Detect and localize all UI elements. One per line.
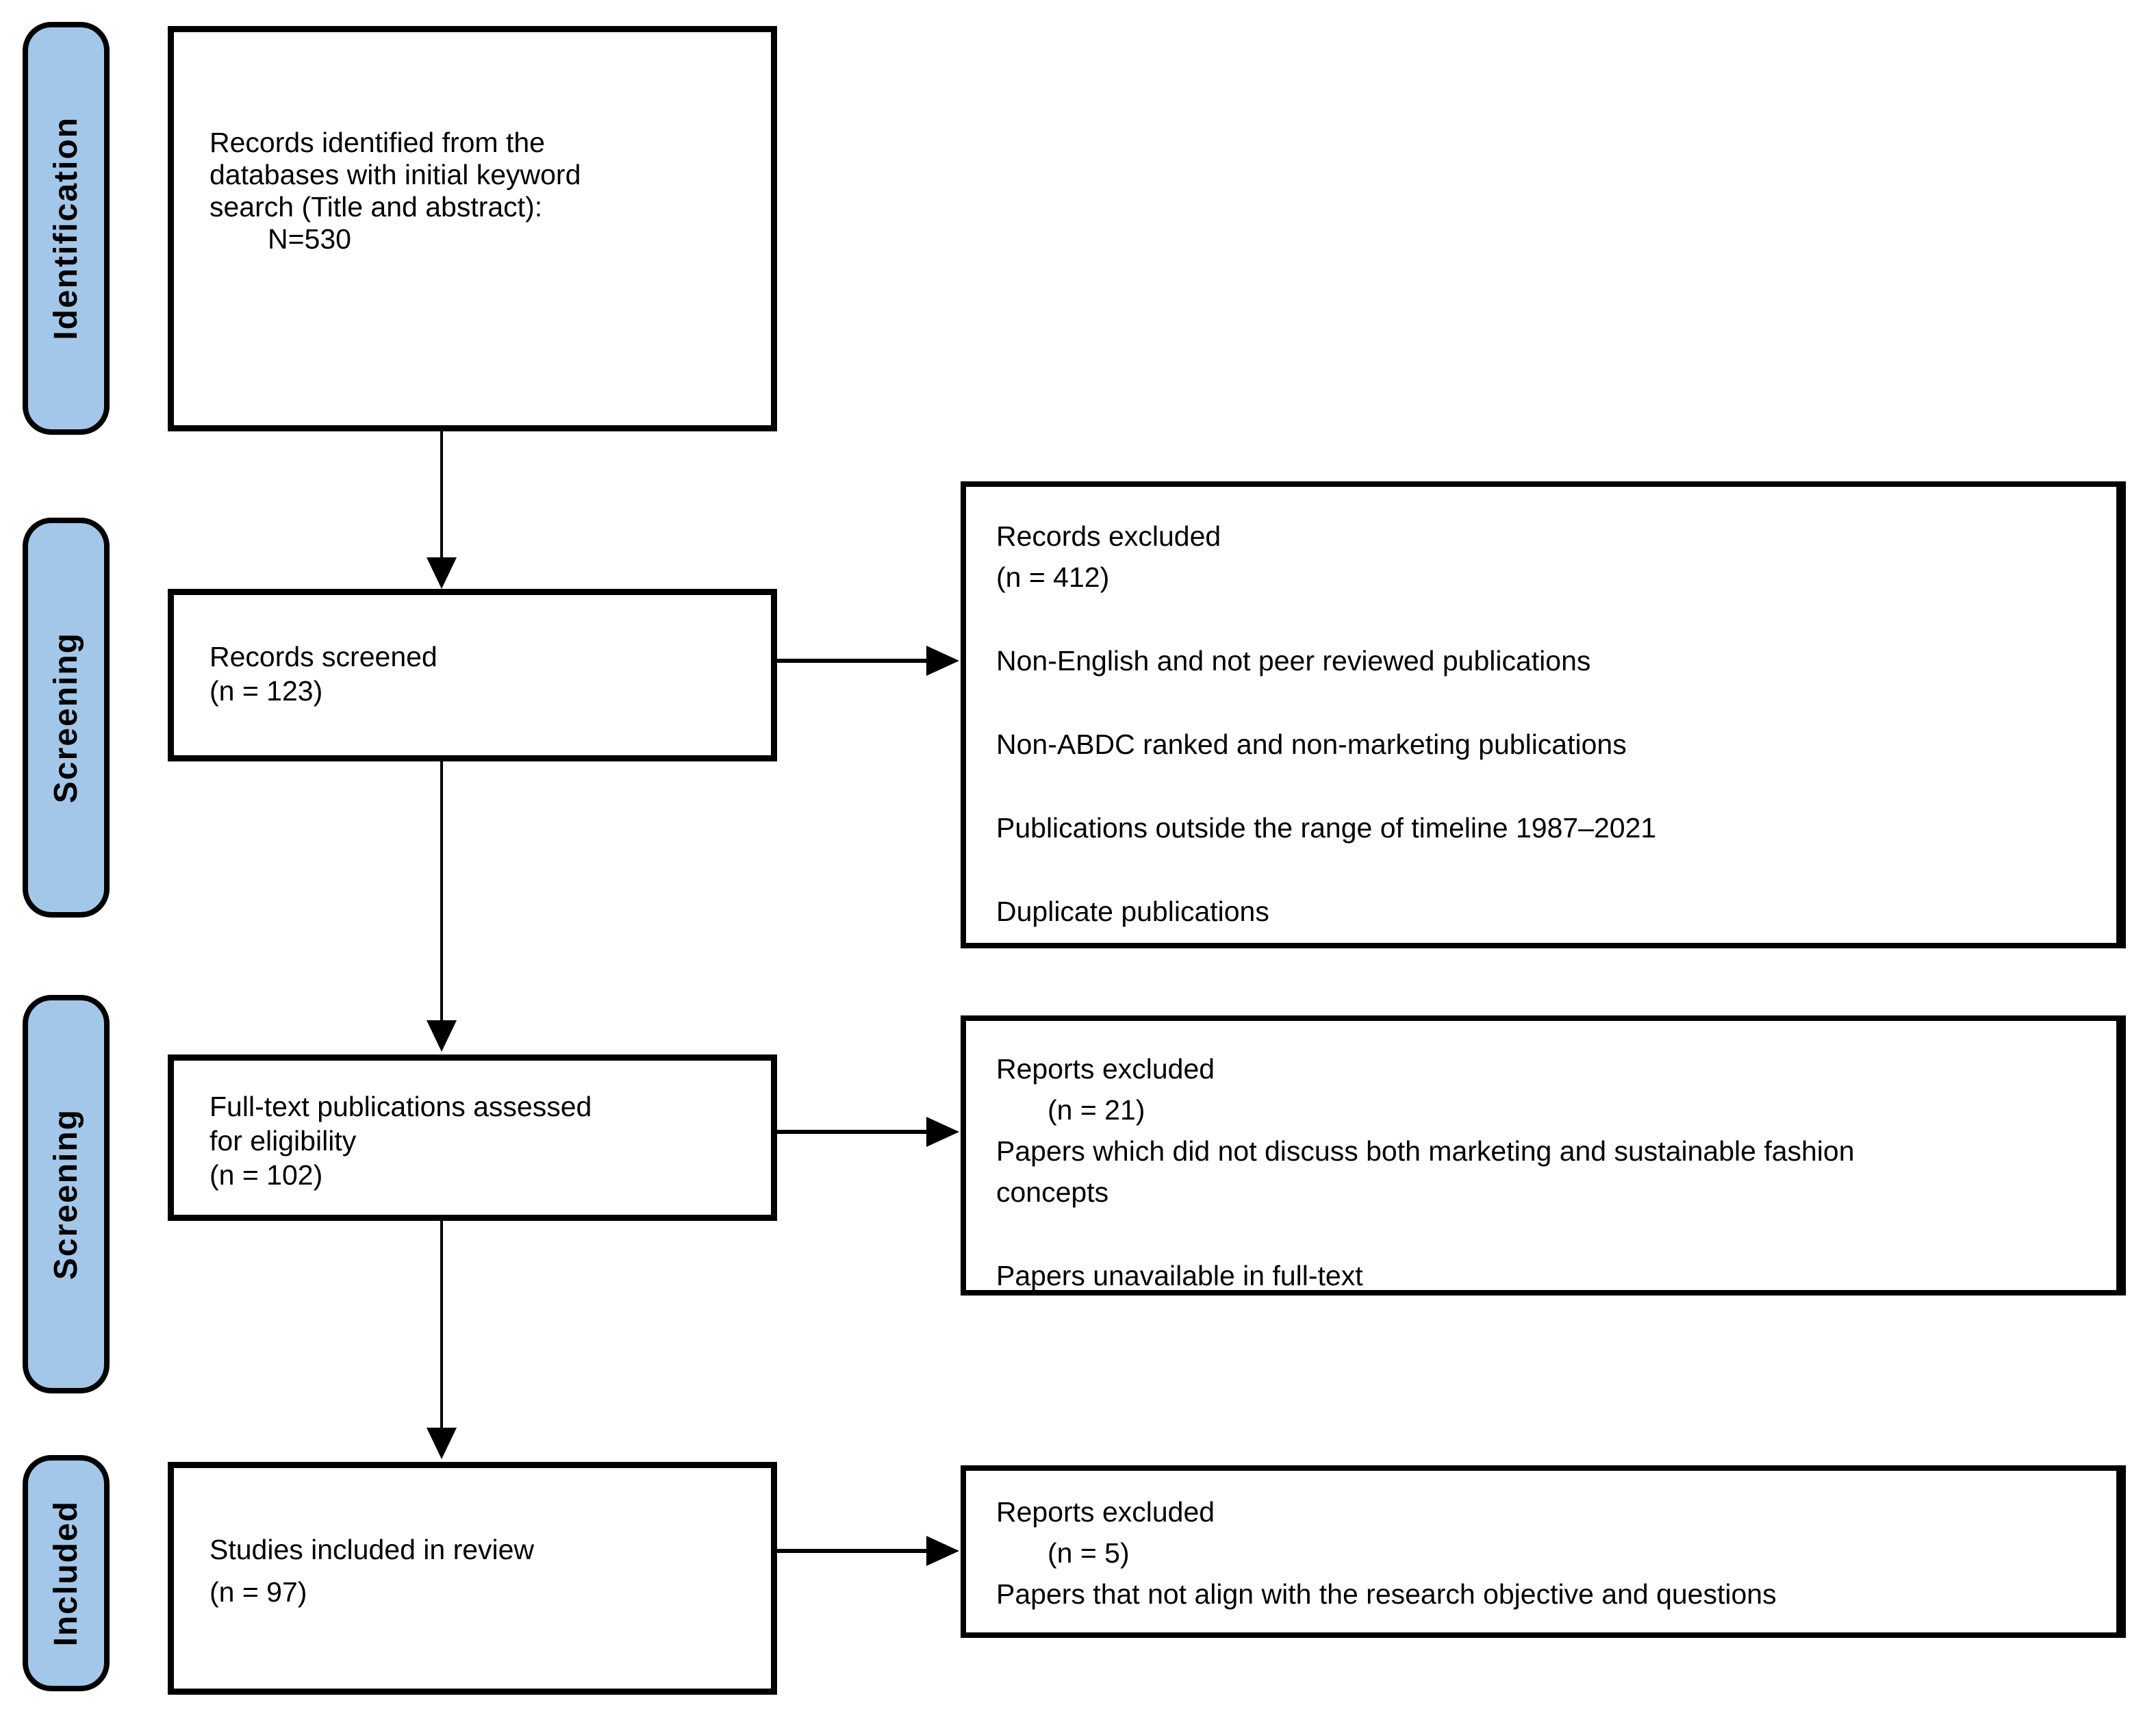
records-excluded-reason-2: Non-ABDC ranked and non-marketing public… — [996, 729, 1627, 760]
arrow-identified-to-screened-head — [427, 557, 457, 589]
records-excluded-reason-3: Publications outside the range of timeli… — [996, 812, 1657, 844]
reports-excluded-fulltext-reason-1: Papers which did not discuss both market… — [996, 1135, 1855, 1208]
records-screened-box: Records screened (n = 123) — [168, 589, 777, 761]
arrow-fulltext-to-excluded-head — [926, 1117, 959, 1147]
reports-excluded-final-title: Reports excluded — [996, 1496, 1215, 1528]
stage-label-screening-1-text: Screening — [48, 631, 84, 804]
records-identified-line-2: databases with initial keyword — [210, 159, 581, 190]
reports-excluded-fulltext-title: Reports excluded — [996, 1053, 1215, 1085]
stage-label-included-text: Included — [48, 1500, 84, 1647]
records-identified-box: Records identified from the databases wi… — [168, 26, 777, 431]
reports-excluded-fulltext-count: (n = 21) — [1048, 1094, 1145, 1126]
arrow-fulltext-to-excluded-line — [777, 1130, 929, 1134]
records-excluded-count: (n = 412) — [996, 561, 1110, 593]
records-excluded-reason-4: Duplicate publications — [996, 896, 1269, 927]
records-excluded-box: Records excluded (n = 412) Non-English a… — [961, 481, 2126, 948]
arrow-screened-to-fulltext-head — [427, 1020, 457, 1052]
records-identified-line-3: search (Title and abstract): — [210, 191, 543, 223]
arrow-included-to-excluded-line — [777, 1549, 929, 1553]
arrow-identified-to-screened-line — [440, 431, 443, 560]
studies-included-box: Studies included in review (n = 97) — [168, 1462, 777, 1695]
arrow-fulltext-to-included-line — [440, 1221, 443, 1430]
records-screened-line: Records screened — [210, 641, 437, 672]
reports-excluded-final-count: (n = 5) — [1048, 1537, 1130, 1569]
stage-label-identification-text: Identification — [48, 116, 84, 340]
fulltext-assessed-line-2: for eligibility — [210, 1125, 357, 1157]
stage-label-identification: Identification — [23, 22, 110, 435]
reports-excluded-fulltext-box: Reports excluded (n = 21) Papers which d… — [961, 1015, 2126, 1296]
fulltext-assessed-box: Full-text publications assessed for elig… — [168, 1054, 777, 1221]
studies-included-count: (n = 97) — [210, 1576, 307, 1608]
fulltext-assessed-line-1: Full-text publications assessed — [210, 1091, 592, 1122]
reports-excluded-final-box: Reports excluded (n = 5) Papers that not… — [961, 1465, 2126, 1638]
reports-excluded-final-reason-1: Papers that not align with the research … — [996, 1578, 1777, 1610]
arrow-screened-to-fulltext-line — [440, 761, 443, 1023]
records-excluded-reason-1: Non-English and not peer reviewed public… — [996, 645, 1591, 677]
stage-label-included: Included — [23, 1455, 110, 1691]
studies-included-line: Studies included in review — [210, 1534, 535, 1565]
stage-label-screening-1: Screening — [23, 518, 110, 918]
stage-label-screening-2: Screening — [23, 995, 110, 1393]
fulltext-assessed-count: (n = 102) — [210, 1159, 323, 1191]
reports-excluded-fulltext-reason-2: Papers unavailable in full-text — [996, 1260, 1363, 1291]
records-identified-line-1: Records identified from the — [210, 127, 545, 158]
arrow-screened-to-excluded-line — [777, 659, 929, 663]
records-excluded-title: Records excluded — [996, 520, 1221, 552]
arrow-fulltext-to-included-head — [427, 1428, 457, 1459]
arrow-included-to-excluded-head — [926, 1536, 959, 1566]
records-identified-count: N=530 — [268, 223, 351, 255]
stage-label-screening-2-text: Screening — [48, 1108, 84, 1280]
records-screened-count: (n = 123) — [210, 675, 323, 707]
arrow-screened-to-excluded-head — [926, 646, 959, 676]
